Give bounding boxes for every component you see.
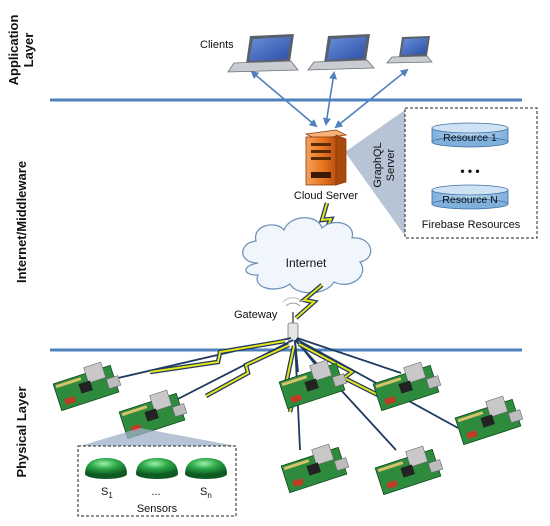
gateway-label: Gateway [234,309,278,321]
client-arrow-2 [322,71,338,126]
graphql-server-wedge [345,110,405,236]
resource-ellipsis: • • • [460,164,479,178]
sensor-last-label: Sn [200,486,212,500]
laptop-icon [227,34,299,73]
internet-gateway-link-bolt-core [295,284,323,319]
internet-cloud [242,217,372,294]
board-icon [372,361,442,412]
wireless-bolt [297,342,394,405]
application-layer-label-line2: Layer [21,33,36,68]
database-icon [431,184,509,210]
cloud-server-label: Cloud Server [294,190,359,202]
internet-layer-label: Internet/Middleware [14,161,29,283]
firebase-resources-label: Firebase Resources [422,219,521,231]
board-icon [280,443,350,494]
clients-label: Clients [200,39,234,51]
board-icon [454,395,524,446]
wireless-bolt [149,338,286,375]
graphql-server-label-line1: GraphQL [372,142,384,187]
client-arrow-1 [250,70,318,128]
laptop-icon [307,34,375,71]
resource-1-label: Resource 1 [443,132,497,144]
wireless-links [149,338,394,413]
sensors-label: Sensors [137,503,178,515]
resource-n-label: Resource N [442,194,497,206]
wireless-bolt [204,342,290,398]
database-icon [431,122,509,148]
sensor-ellipsis-label: ... [151,486,160,498]
laptop-icon [386,36,433,64]
client-arrow-3 [334,68,409,129]
gateway-router-icon [282,297,304,342]
sensor-icon [85,458,127,479]
board-icon [52,361,122,412]
sensor-icon [136,458,178,479]
sensor-first-subscript: 1 [108,491,113,500]
cloud-server-icon [304,129,348,186]
internet-label: Internet [286,256,327,270]
board-icon [118,389,188,440]
physical-layer-label: Physical Layer [14,386,29,477]
board-icon [374,445,444,496]
sensor-last-subscript: n [207,491,211,500]
sensor-first-label: S1 [101,486,113,500]
sensor-icon [185,458,227,479]
sensors-wedge [80,428,236,446]
board-icon [278,359,348,410]
graphql-server-label-line2: Server [385,148,397,181]
sensors-box [77,445,237,517]
application-layer-label-line1: Application [6,15,21,86]
